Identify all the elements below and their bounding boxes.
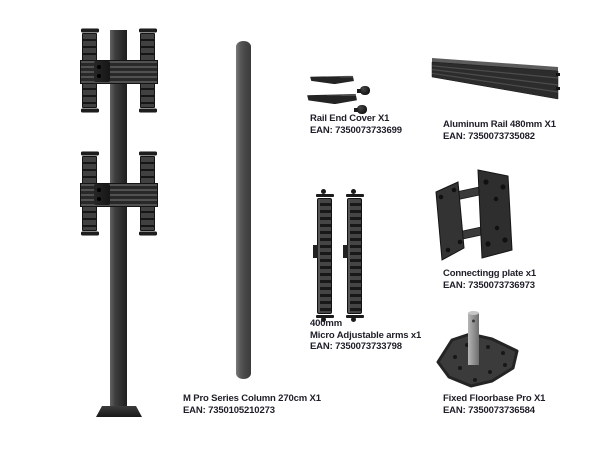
arm-side-tab (313, 245, 318, 258)
arm-screw (351, 317, 356, 322)
arm-screw (321, 189, 326, 194)
connecting-plate-illustration (435, 169, 513, 261)
bracket-rail (80, 183, 158, 207)
arm-screw (351, 189, 356, 194)
part-ean: EAN: 7350073733798 (310, 341, 402, 352)
column-pole (110, 30, 127, 412)
part-ean: EAN: 7350073733699 (310, 124, 402, 136)
part-name: Connectingg plate x1 (443, 268, 537, 279)
part-name: Aluminum Rail 480mm X1 (443, 119, 556, 130)
part-name: Micro Adjustable arms x1 (310, 329, 422, 341)
part-name: Fixed Floorbase Pro X1 (443, 393, 546, 404)
part-ean: EAN: 7350105210273 (183, 404, 275, 416)
bracket-rail (80, 60, 158, 84)
label-micro-arms: 400mm Micro Adjustable arms x1 EAN: 7350… (310, 318, 421, 353)
part-name: Rail End Cover X1 (310, 113, 390, 124)
end-cover-screw (354, 105, 367, 114)
bracket-clamp (94, 184, 110, 205)
floorbase-illustration (436, 311, 519, 388)
label-rail-end-cover: Rail End Cover X1 EAN: 7350073733699 (310, 113, 402, 136)
column-foot-plate (96, 406, 142, 417)
plain-column-illustration (236, 41, 251, 379)
aluminum-rail-illustration (431, 58, 560, 100)
label-column: M Pro Series Column 270cm X1 EAN: 735010… (183, 393, 321, 416)
arm-side-tab (343, 245, 348, 258)
adjustable-arm (313, 198, 332, 314)
part-size: 400mm (310, 318, 342, 329)
arm-screw (321, 317, 326, 322)
end-cover-strip (307, 92, 357, 105)
part-ean: EAN: 7350073736584 (443, 404, 535, 416)
part-ean: EAN: 7350073735082 (443, 130, 535, 142)
label-floorbase: Fixed Floorbase Pro X1 EAN: 735007373658… (443, 393, 545, 416)
bracket-clamp (94, 61, 110, 82)
adjustable-arm (343, 198, 362, 314)
end-cover-strip (310, 74, 354, 85)
label-aluminum-rail: Aluminum Rail 480mm X1 EAN: 735007373508… (443, 119, 556, 142)
part-name: M Pro Series Column 270cm X1 (183, 393, 321, 404)
end-cover-screw (357, 86, 370, 95)
part-ean: EAN: 7350073736973 (443, 279, 535, 291)
label-connecting-plate: Connectingg plate x1 EAN: 7350073736973 (443, 268, 536, 291)
